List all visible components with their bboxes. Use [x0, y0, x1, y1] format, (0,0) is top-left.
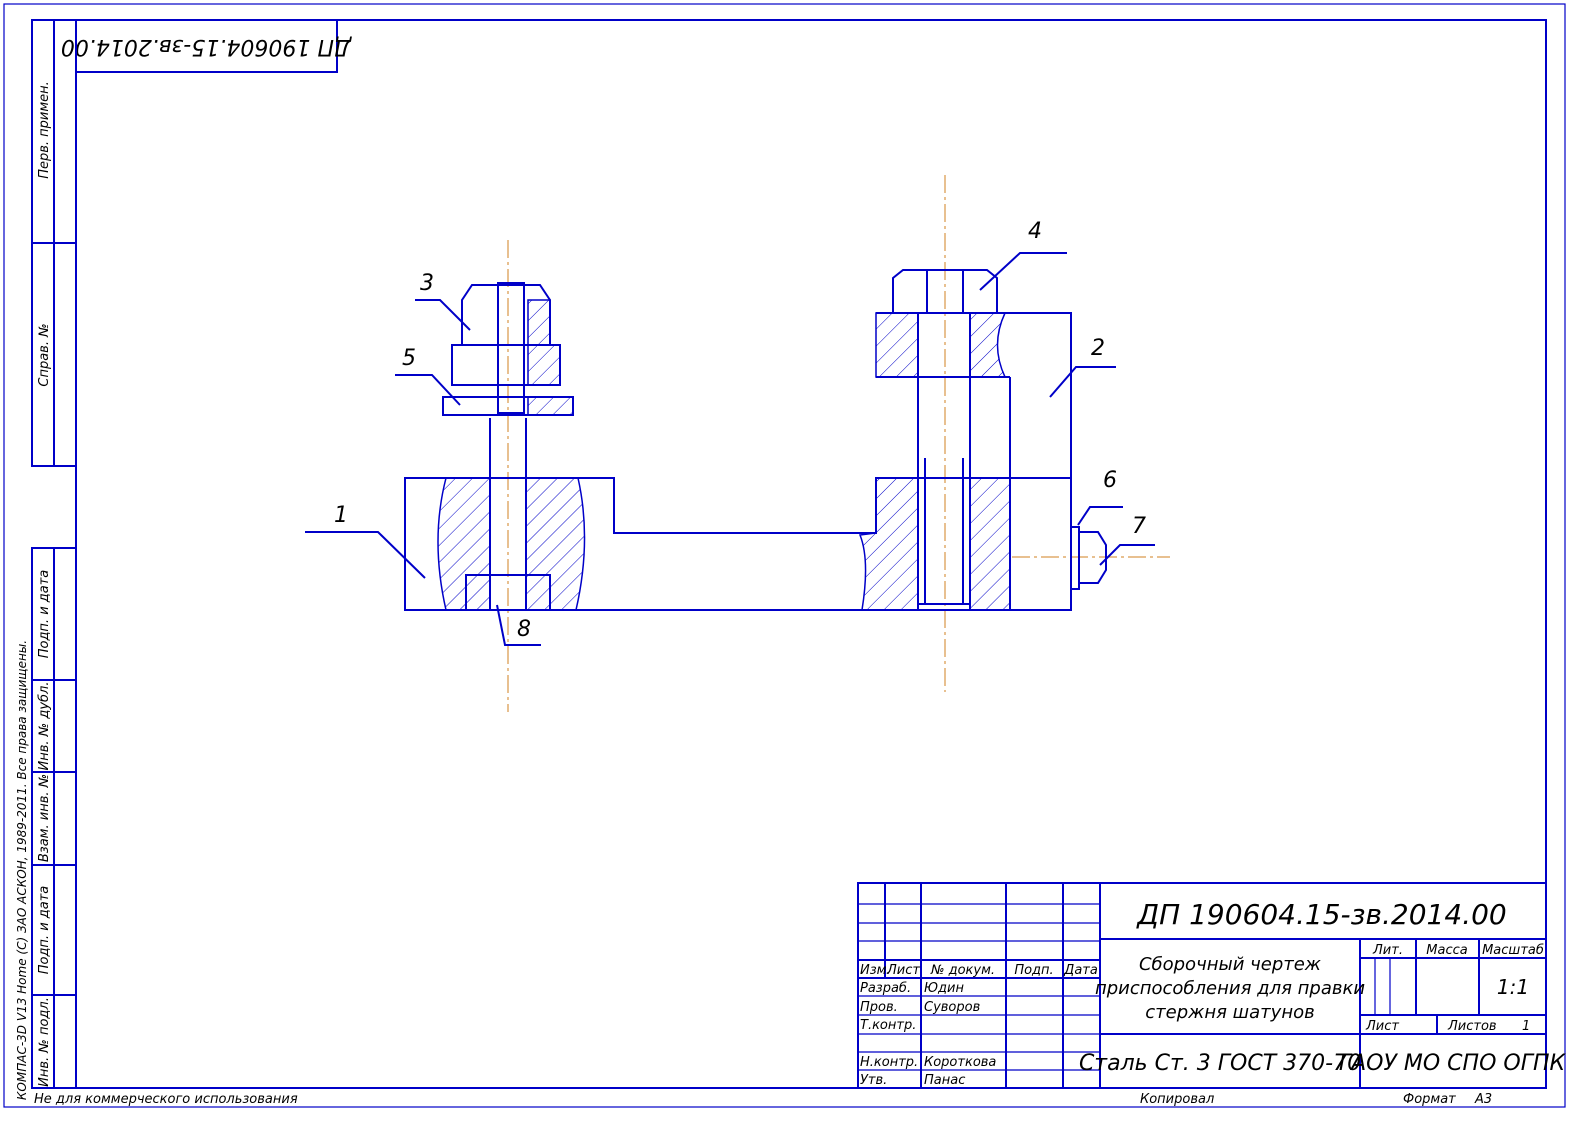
role-nkontr: Н.контр. [860, 1055, 918, 1070]
callout-8: 8 [517, 617, 531, 642]
format-value: А3 [1474, 1092, 1492, 1107]
podp-data-2-label: Подп. и дата [37, 886, 52, 975]
callout-1: 1 [334, 503, 348, 528]
inv-dubl-label: Инв. № дубл. [37, 682, 52, 771]
vzam-inv-label: Взам. инв. № [37, 774, 52, 862]
header-izm: Изм. [860, 963, 891, 978]
sprav-no-label: Справ. № [37, 323, 52, 386]
lit-label: Лит. [1372, 943, 1403, 958]
mass-label: Масса [1426, 943, 1467, 958]
role-prov: Пров. [860, 1000, 898, 1015]
callout-numbers: 1 2 3 4 5 6 7 8 [334, 219, 1146, 642]
callout-4: 4 [1028, 219, 1042, 244]
part-views [305, 175, 1170, 712]
header-data: Дата [1063, 963, 1098, 978]
inv-podl-label: Инв. № подл. [37, 997, 52, 1087]
title-block: Изм. Лист № докум. Подп. Дата Разраб. Юд… [857, 882, 1567, 1089]
name-prov: Суворов [924, 1000, 980, 1015]
header-list: Лист [886, 963, 920, 978]
organization: ГАОУ МО СПО ОГПК [1339, 1051, 1567, 1076]
header-doc: № докум. [930, 963, 995, 978]
perv-primen-label: Перв. примен. [37, 81, 52, 179]
name-razrab: Юдин [924, 981, 964, 996]
role-utv: Утв. [860, 1073, 887, 1088]
name-nkontr: Короткова [924, 1055, 996, 1070]
left-strip: Перв. примен. Справ. № Подп. и дата Инв.… [15, 19, 77, 1100]
name-utv: Панас [924, 1073, 965, 1088]
sheet-label: Лист [1365, 1019, 1399, 1034]
scale-value: 1:1 [1497, 975, 1529, 999]
callout-5: 5 [402, 346, 416, 371]
name-line-1: Сборочный чертеж [1139, 954, 1322, 975]
sheets-label: Листов [1447, 1019, 1497, 1034]
name-line-2: приспособления для правки [1095, 978, 1365, 999]
copyright-text: КОМПАС-3D V13 Home (С) ЗАО АСКОН, 1989-2… [15, 640, 29, 1100]
role-tkontr: Т.контр. [860, 1018, 916, 1033]
podp-data-1-label: Подп. и дата [37, 570, 52, 659]
format-label: Формат [1403, 1092, 1456, 1107]
role-razrab: Разраб. [860, 981, 911, 996]
noncommercial-note: Не для коммерческого использования [34, 1092, 298, 1107]
callout-3: 3 [420, 271, 434, 296]
outer-frame [3, 3, 1566, 1108]
callout-2: 2 [1091, 336, 1105, 361]
material: Сталь Ст. 3 ГОСТ 370-70 [1079, 1051, 1361, 1076]
callout-6: 6 [1103, 468, 1117, 493]
designation: ДП 190604.15-зв.2014.00 [1135, 898, 1506, 931]
rotated-stamp-text: ДП 190604.15-зв.2014.00 [61, 34, 352, 59]
scale-label: Масштаб [1482, 943, 1544, 958]
callout-7: 7 [1132, 514, 1146, 539]
name-line-3: стержня шатунов [1145, 1002, 1314, 1023]
sheets-value: 1 [1522, 1019, 1530, 1034]
header-podp: Подп. [1014, 963, 1053, 978]
copied-label: Копировал [1140, 1092, 1214, 1107]
